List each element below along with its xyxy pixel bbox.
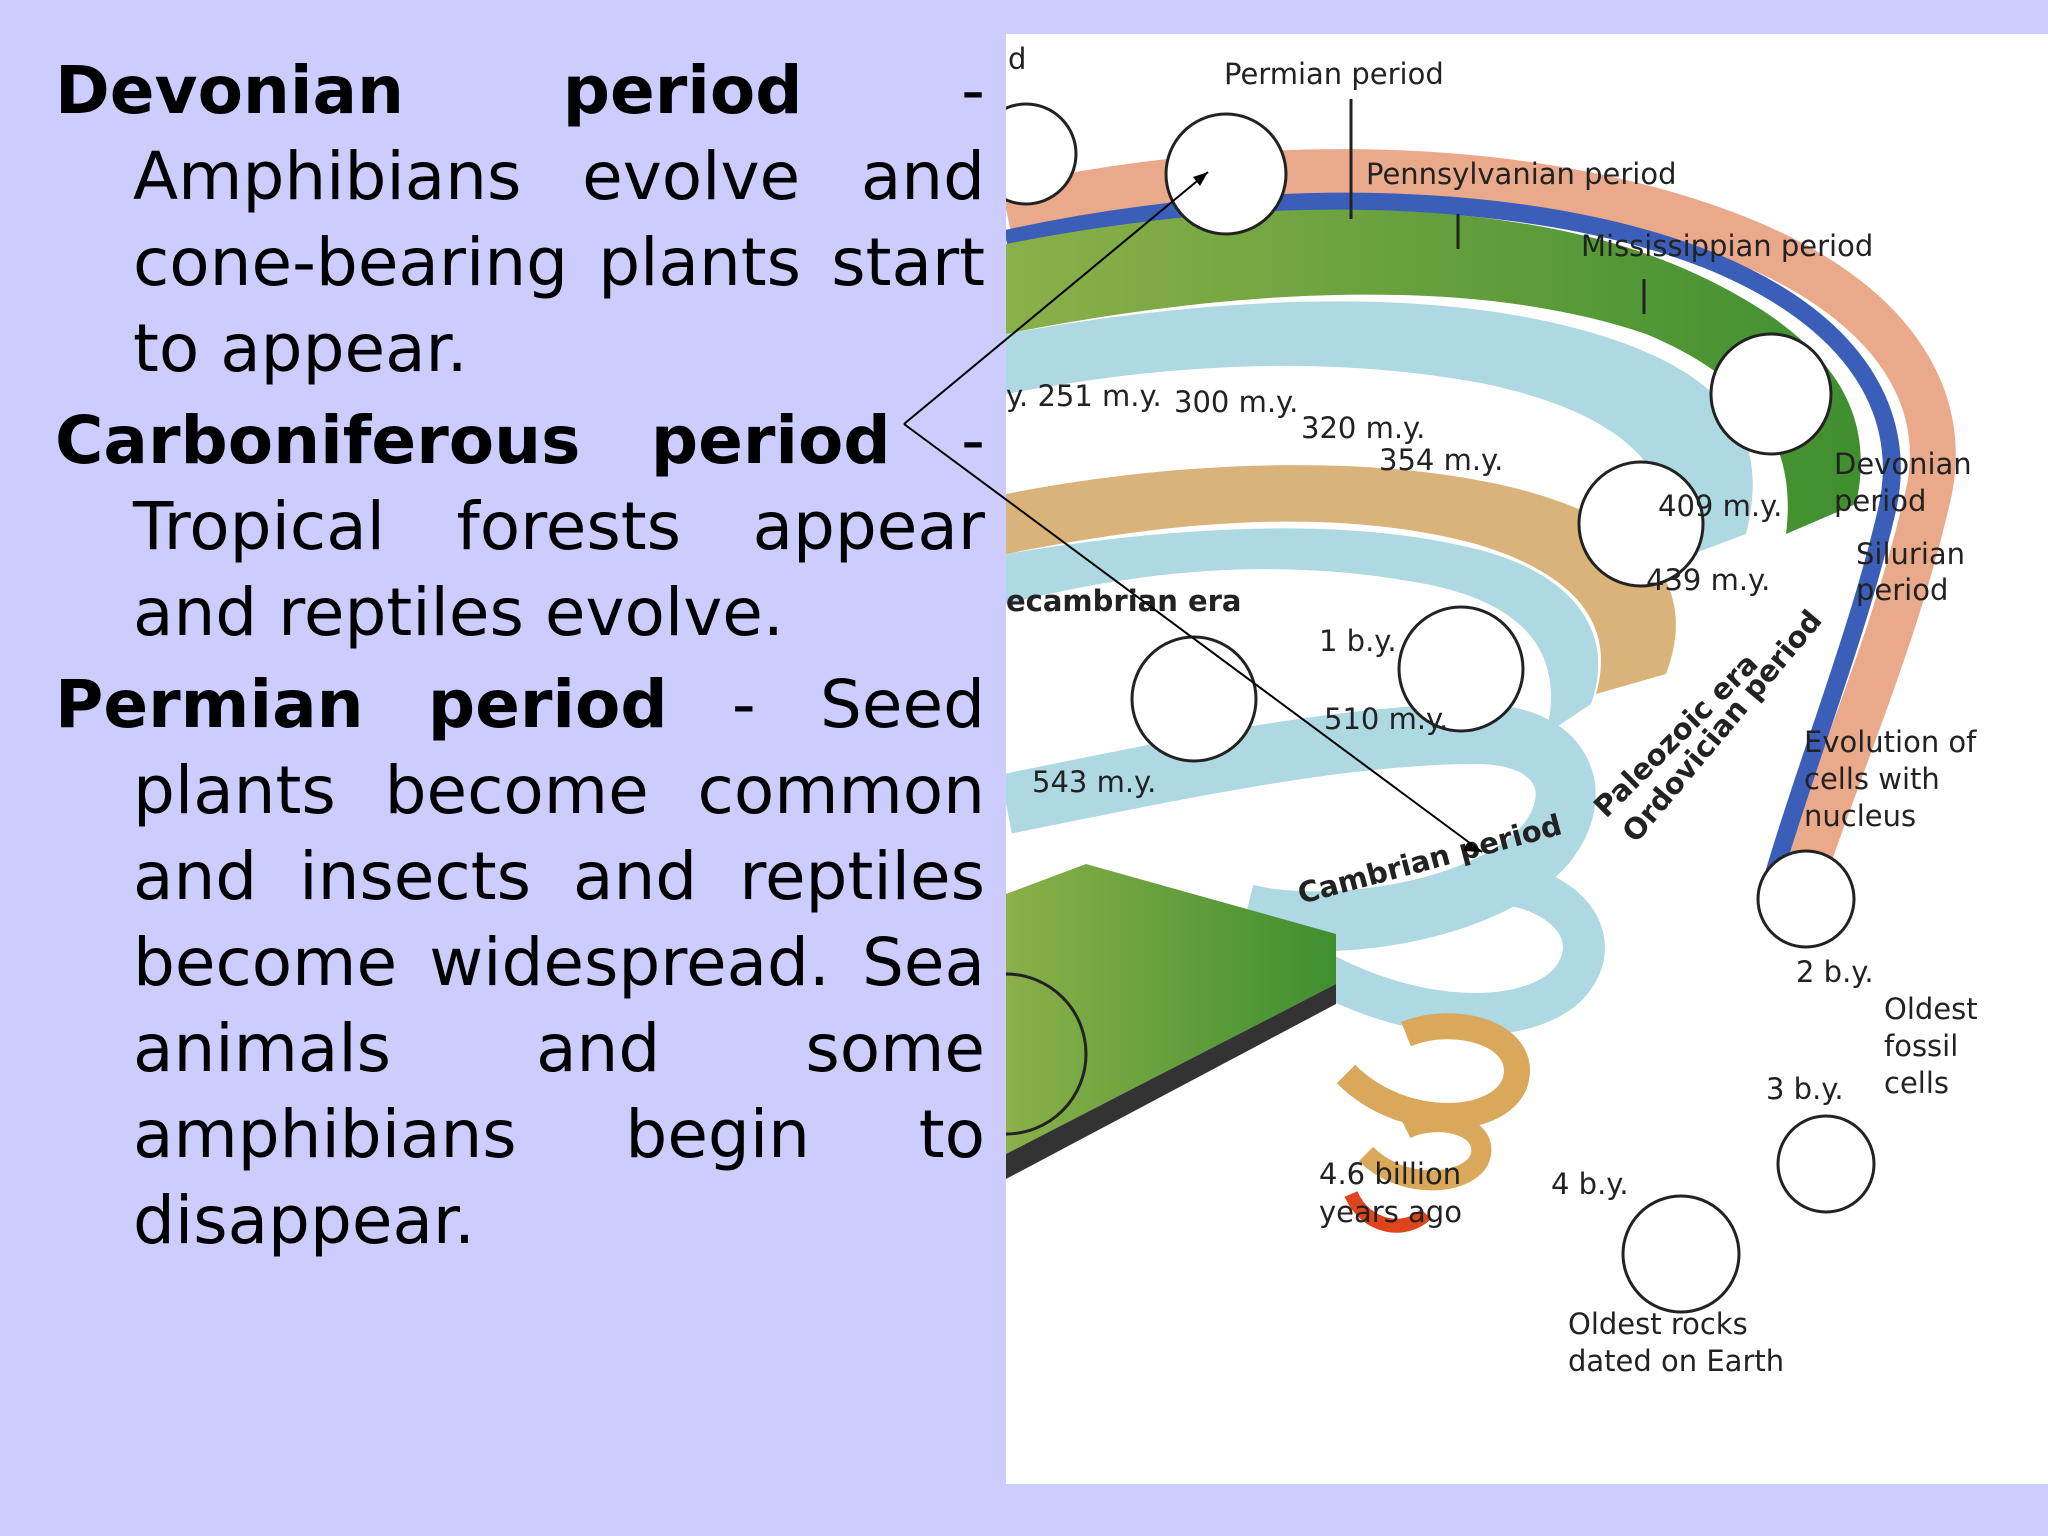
time-251: y. 251 m.y. bbox=[1006, 379, 1162, 413]
heading-word: period bbox=[427, 666, 668, 743]
time-409: 409 m.y. bbox=[1658, 489, 1782, 523]
evolution-label-line3: nucleus bbox=[1804, 799, 1916, 833]
evolution-label-line2: cells with bbox=[1804, 762, 1940, 796]
time-3by: 3 b.y. bbox=[1766, 1072, 1844, 1106]
lower-ring-1 bbox=[1336, 1013, 1530, 1129]
time-4by: 4 b.y. bbox=[1551, 1167, 1629, 1201]
evolution-label-line1: Evolution of bbox=[1804, 725, 1977, 759]
carboniferous-description: Tropical forests appear and reptiles evo… bbox=[133, 488, 985, 651]
time-2by: 2 b.y. bbox=[1796, 955, 1874, 989]
billion-years-label-line1: 4.6 billion bbox=[1319, 1157, 1461, 1191]
lower-spiral bbox=[1295, 861, 1605, 1035]
dash: - bbox=[961, 52, 985, 129]
mississippian-period-label: Mississippian period bbox=[1581, 229, 1873, 263]
pennsylvanian-period-label: Pennsylvanian period bbox=[1366, 157, 1677, 191]
time-510: 510 m.y. bbox=[1324, 702, 1448, 736]
permian-period-label: Permian period bbox=[1224, 57, 1444, 91]
oldest-fossil-label-line1: Oldest bbox=[1884, 992, 1978, 1026]
devonian-paragraph: Devonian period - Amphibians evolve and … bbox=[55, 48, 985, 392]
heading-word: Permian bbox=[55, 666, 364, 743]
devonian-heading: Devonian period - bbox=[55, 48, 985, 134]
time-320: 320 m.y. bbox=[1301, 411, 1425, 445]
permian-description: plants become common and insects and rep… bbox=[133, 752, 985, 1259]
land-block bbox=[1006, 864, 1336, 1154]
time-439: 439 m.y. bbox=[1646, 563, 1770, 597]
rock-circle bbox=[1621, 1194, 1741, 1314]
permian-paragraph: Permian period - Seed plants become comm… bbox=[55, 662, 985, 1264]
text-panel: Devonian period - Amphibians evolve and … bbox=[55, 48, 985, 1270]
lower-ring-2 bbox=[1358, 1112, 1492, 1191]
devonian-label-line2: period bbox=[1834, 484, 1926, 518]
precambrian-era-label: ecambrian era bbox=[1006, 584, 1242, 618]
heading-word: period bbox=[562, 52, 803, 129]
oldest-rocks-label-line1: Oldest rocks bbox=[1568, 1307, 1748, 1341]
permian-fossil-circle bbox=[1164, 112, 1288, 236]
time-354: 354 m.y. bbox=[1379, 443, 1503, 477]
human-circle bbox=[1006, 972, 1088, 1136]
outer-spiral-blue bbox=[1006, 192, 1901, 887]
spiral-diagram: d Permian period Pennsylvanian period Mi… bbox=[1006, 42, 1978, 1378]
time-300: 300 m.y. bbox=[1174, 385, 1298, 419]
oldest-fossil-label-line3: cells bbox=[1884, 1066, 1949, 1100]
oldest-rocks-label-line2: dated on Earth bbox=[1568, 1344, 1784, 1378]
silurian-fossil-circle bbox=[1577, 460, 1705, 588]
billion-years-label-line2: years ago bbox=[1319, 1195, 1462, 1229]
devonian-description: Amphibians evolve and cone-bearing plant… bbox=[133, 138, 985, 387]
heading-word: Carboniferous bbox=[55, 402, 581, 479]
time-1by: 1 b.y. bbox=[1319, 624, 1397, 658]
heading-word: Devonian bbox=[55, 52, 405, 129]
silurian-label-line1: Silurian bbox=[1856, 537, 1965, 571]
permian-heading: Permian period - Seed bbox=[55, 662, 985, 748]
lava-tip bbox=[1344, 1190, 1431, 1233]
cambrian-fossil-circle bbox=[1130, 635, 1258, 763]
devonian-fossil-circle bbox=[1709, 332, 1833, 456]
dash: - bbox=[731, 666, 756, 743]
heading-word: period bbox=[650, 402, 891, 479]
oldest-fossil-label-line2: fossil bbox=[1884, 1029, 1958, 1063]
devonian-label-line1: Devonian bbox=[1834, 447, 1972, 481]
time-543: 543 m.y. bbox=[1032, 765, 1156, 799]
land-block-edge bbox=[1006, 984, 1336, 1179]
partial-label: d bbox=[1008, 42, 1026, 76]
dash: - bbox=[961, 402, 985, 479]
fossil-cell-circle bbox=[1776, 1114, 1876, 1214]
heading-word: Seed bbox=[820, 666, 985, 743]
nucleus-cell-circle bbox=[1756, 849, 1856, 949]
upper-land-arc bbox=[1006, 209, 1861, 534]
geologic-time-spiral-figure: d Permian period Pennsylvanian period Mi… bbox=[1006, 34, 2048, 1484]
silurian-label-line2: period bbox=[1856, 573, 1948, 607]
carboniferous-paragraph: Carboniferous period - Tropical forests … bbox=[55, 398, 985, 656]
carboniferous-heading: Carboniferous period - bbox=[55, 398, 985, 484]
outer-spiral-band bbox=[1006, 149, 1956, 902]
